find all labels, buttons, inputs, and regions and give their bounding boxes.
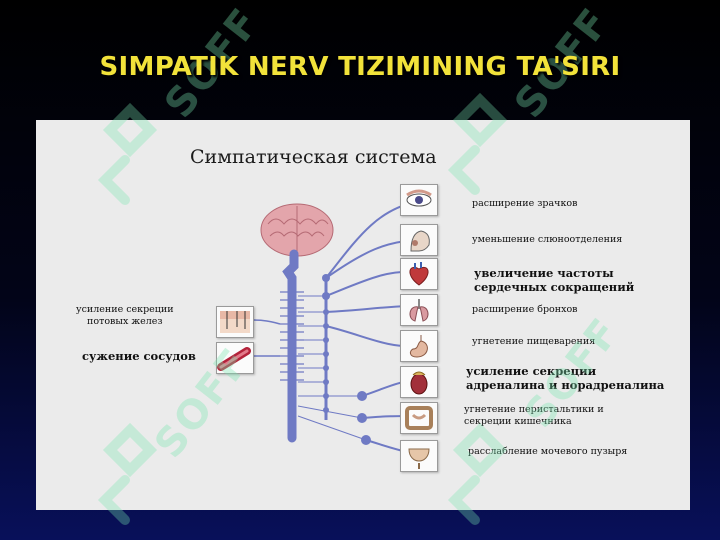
effect-label-bladder: расслабление мочевого пузыря: [468, 446, 628, 457]
effect-label-sweat: усиление секреции потовых желез: [76, 304, 174, 327]
blood-vessel-icon: [216, 342, 254, 374]
slide-title: SIMPATIK NERV TIZIMINING TA'SIRI: [99, 52, 621, 82]
spinal-cord: [282, 249, 299, 443]
effect-label-digestion: угнетение пищеварения: [472, 336, 596, 347]
effect-label-adrenaline: усиление секреции адреналина и норадрена…: [466, 364, 665, 392]
effect-label-pupil: расширение зрачков: [472, 198, 578, 209]
salivary-gland-icon: [400, 224, 438, 256]
lungs-icon: [400, 294, 438, 326]
skin-sweat-gland-icon: [216, 306, 254, 338]
diagram-panel: Симпатическая система: [36, 120, 690, 510]
effect-label-salivation: уменьшение слюноотделения: [472, 234, 623, 245]
effect-label-heart-rate: увеличение частоты сердечных сокращений: [474, 266, 635, 294]
adrenal-gland-icon: [400, 366, 438, 398]
effect-label-bronchi: расширение бронхов: [472, 304, 578, 315]
diagram-title: Симпатическая система: [190, 146, 437, 168]
bladder-icon: [400, 440, 438, 472]
stomach-icon: [400, 330, 438, 362]
brain-icon: [260, 203, 334, 257]
heart-icon: [400, 258, 438, 290]
eye-icon: [400, 184, 438, 216]
intestine-icon: [400, 402, 438, 434]
effect-label-vasoconstriction: сужение сосудов: [82, 349, 196, 363]
effect-label-intestine: угнетение перистальтики и секреции кишеч…: [464, 404, 604, 427]
